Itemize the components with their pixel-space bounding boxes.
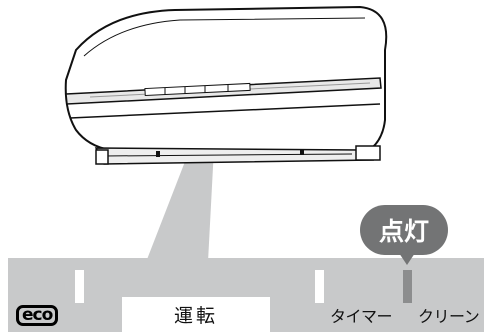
louver-clip-left (156, 151, 160, 157)
left-foot (95, 149, 109, 165)
clean-lamp (403, 270, 412, 303)
lit-callout-text: 点灯 (378, 217, 429, 246)
top-edge-line (83, 17, 366, 57)
run-label: 運転 (173, 305, 218, 327)
louver-inner (103, 153, 353, 157)
eco-label: eco (16, 305, 59, 326)
display-window (144, 82, 251, 97)
timer-label: タイマー (330, 307, 393, 326)
lit-callout-badge: 点灯 (360, 205, 448, 265)
clean-label: クリーン (418, 307, 480, 326)
louver-clip-right (300, 149, 304, 155)
panel-seam (69, 103, 381, 119)
timer-lamp (315, 270, 324, 303)
eco-logo: eco (16, 303, 59, 326)
right-foot (355, 145, 381, 161)
unit-body (64, 5, 388, 158)
eco-lamp (75, 270, 84, 303)
run-indicator: 運転 (122, 297, 270, 332)
